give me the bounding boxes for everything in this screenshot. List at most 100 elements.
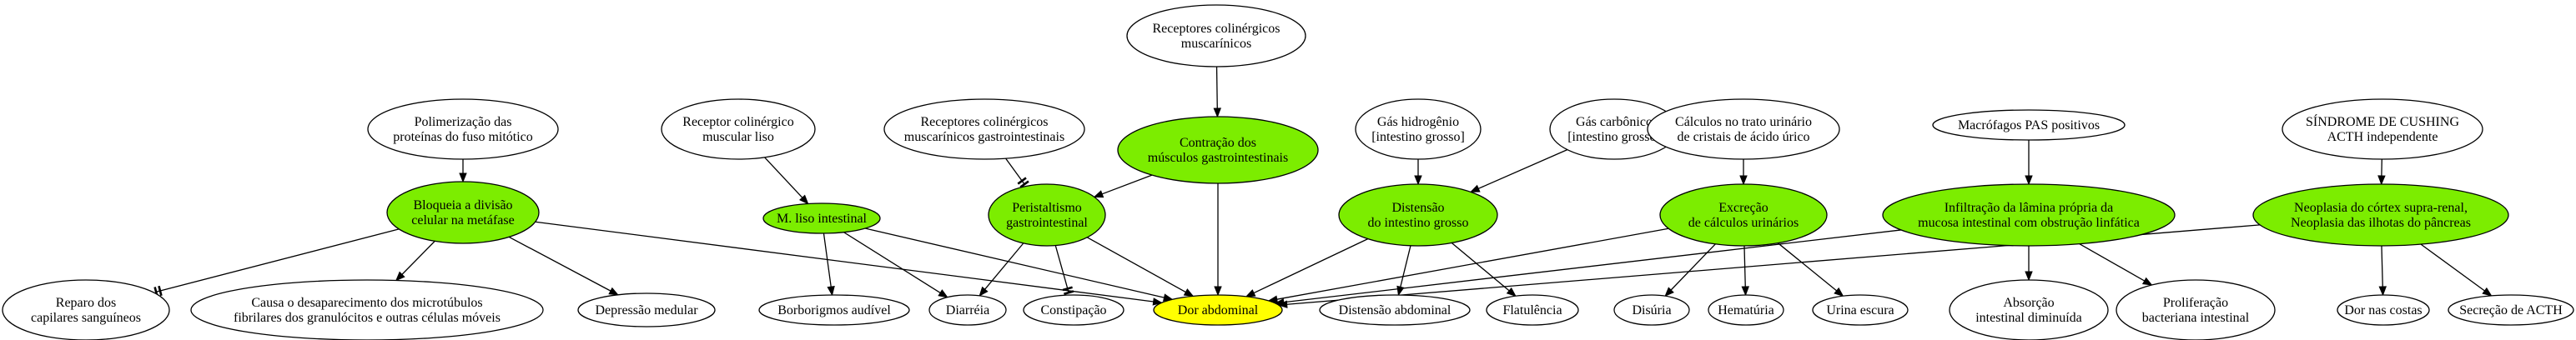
node-dor: Dor abdominal: [1153, 294, 1283, 326]
node-label: Receptor colinérgico: [682, 115, 793, 129]
edge-calculos-to-excrecao: [1739, 159, 1748, 186]
edge-excrecao-to-disuria: [1664, 243, 1716, 298]
node-shape: [1319, 294, 1471, 326]
node-label: ACTH independente: [2327, 130, 2438, 144]
arrowhead-icon: [1739, 175, 1748, 186]
arrowhead-icon: [2378, 286, 2387, 297]
node-label: muscarínicos: [1181, 37, 1251, 51]
edge-line: [1478, 149, 1568, 189]
edge-mliso-to-diarreia: [843, 232, 948, 298]
node-constipacao: Constipação: [1023, 294, 1124, 326]
arrowhead-icon: [1213, 108, 1222, 118]
node-disuria: Disúria: [1613, 294, 1690, 326]
node-shape: [2337, 294, 2430, 326]
edge-line: [1400, 245, 1411, 288]
edge-infiltracao-to-dor: [1274, 229, 1902, 307]
node-label: Dor nas costas: [2344, 303, 2422, 318]
node-label: Macrófagos PAS positivos: [1958, 118, 2100, 132]
inhibition-bar-icon: [1062, 286, 1073, 292]
edge-line: [1777, 242, 1838, 292]
edge-polimerizacao-to-bloqueia: [459, 159, 467, 183]
edge-gascarb-to-distensaoig: [1469, 149, 1568, 192]
node-shape: [1338, 183, 1498, 247]
edge-receptoresgi-to-peristaltismo: [1005, 158, 1029, 188]
node-label: Receptores colinérgicos: [1153, 22, 1280, 36]
arrowhead-icon: [1834, 287, 1844, 298]
node-shape: [1117, 116, 1319, 184]
node-shape: [2, 279, 170, 340]
node-label: Disúria: [1632, 303, 1671, 318]
edge-line: [843, 232, 941, 293]
node-shape: [1812, 294, 1909, 326]
edge-gashidro-to-distensaoig: [1414, 159, 1422, 186]
node-label: músculos gastrointestinais: [1148, 151, 1288, 165]
node-causa: Causa o desaparecimento dos microtúbulos…: [190, 279, 544, 340]
edge-line: [864, 228, 1165, 298]
edge-line: [1451, 242, 1510, 292]
edge-line: [535, 221, 1154, 302]
edge-line: [764, 157, 803, 198]
edge-mliso-to-borborigmos: [823, 232, 835, 297]
node-label: Secreção de ACTH: [2459, 303, 2563, 318]
node-label: Distensão abdominal: [1339, 303, 1452, 318]
edge-line: [401, 240, 435, 275]
node-label: Causa o desaparecimento dos microtúbulos: [251, 296, 482, 310]
arrowhead-icon: [395, 271, 405, 282]
node-gashidro: Gás hidrogênio[intestino grosso]: [1355, 98, 1482, 160]
node-urina: Urina escura: [1812, 294, 1909, 326]
node-shape: [1023, 294, 1124, 326]
arrowhead-icon: [1183, 288, 1195, 298]
arrowhead-icon: [1664, 287, 1674, 298]
node-label: Reparo dos: [56, 296, 116, 310]
node-label: [intestino grosso]: [1567, 130, 1661, 144]
node-label: SÍNDROME DE CUSHING: [2306, 113, 2459, 129]
edge-bloqueia-to-causa: [395, 240, 435, 282]
node-secrecao: Secreção de ACTH: [2448, 294, 2574, 326]
node-label: Cálculos no trato urinário: [1675, 115, 1812, 129]
node-shape: [988, 183, 1106, 247]
arrowhead-icon: [799, 194, 809, 205]
edge-line: [1054, 245, 1070, 294]
node-label: fibrilares dos granulócitos e outras cél…: [234, 311, 501, 325]
edge-contracao-to-peristaltismo: [1093, 174, 1153, 198]
node-neoplasia: Neoplasia do córtex supra-renal,Neoplasi…: [2252, 183, 2509, 247]
node-label: de cálculos urinários: [1688, 216, 1799, 230]
edge-line: [984, 242, 1024, 290]
node-shape: [1932, 109, 2126, 141]
arrowhead-icon: [1093, 190, 1104, 198]
node-label: do intestino grosso: [1368, 216, 1469, 230]
edge-line: [1743, 245, 1746, 288]
arrowhead-icon: [827, 285, 835, 297]
edge-infiltracao-to-absorcao: [2025, 246, 2033, 282]
edge-peristaltismo-to-constipacao: [1054, 245, 1074, 296]
edges-layer: [153, 66, 2493, 308]
edge-line: [508, 236, 611, 292]
node-label: mucosa intestinal com obstrução linfátic…: [1918, 216, 2140, 230]
node-shape: [1949, 279, 2109, 340]
node-shape: [1882, 183, 2176, 247]
node-label: Hematúria: [1718, 303, 1774, 318]
node-label: celular na metáfase: [411, 213, 514, 228]
edge-line: [1101, 174, 1153, 195]
node-label: Flatulência: [1502, 303, 1562, 318]
edge-cushing-to-neoplasia: [2377, 158, 2386, 186]
arrowhead-icon: [2482, 287, 2493, 297]
edge-line: [1283, 229, 1902, 303]
node-borborigmos: Borborigmos audível: [758, 294, 910, 326]
edge-receptoresm-to-contracao: [1213, 66, 1222, 118]
node-shape: [1153, 294, 1283, 326]
edge-line: [154, 228, 400, 293]
node-shape: [190, 279, 544, 340]
arrowhead-icon: [938, 289, 948, 298]
